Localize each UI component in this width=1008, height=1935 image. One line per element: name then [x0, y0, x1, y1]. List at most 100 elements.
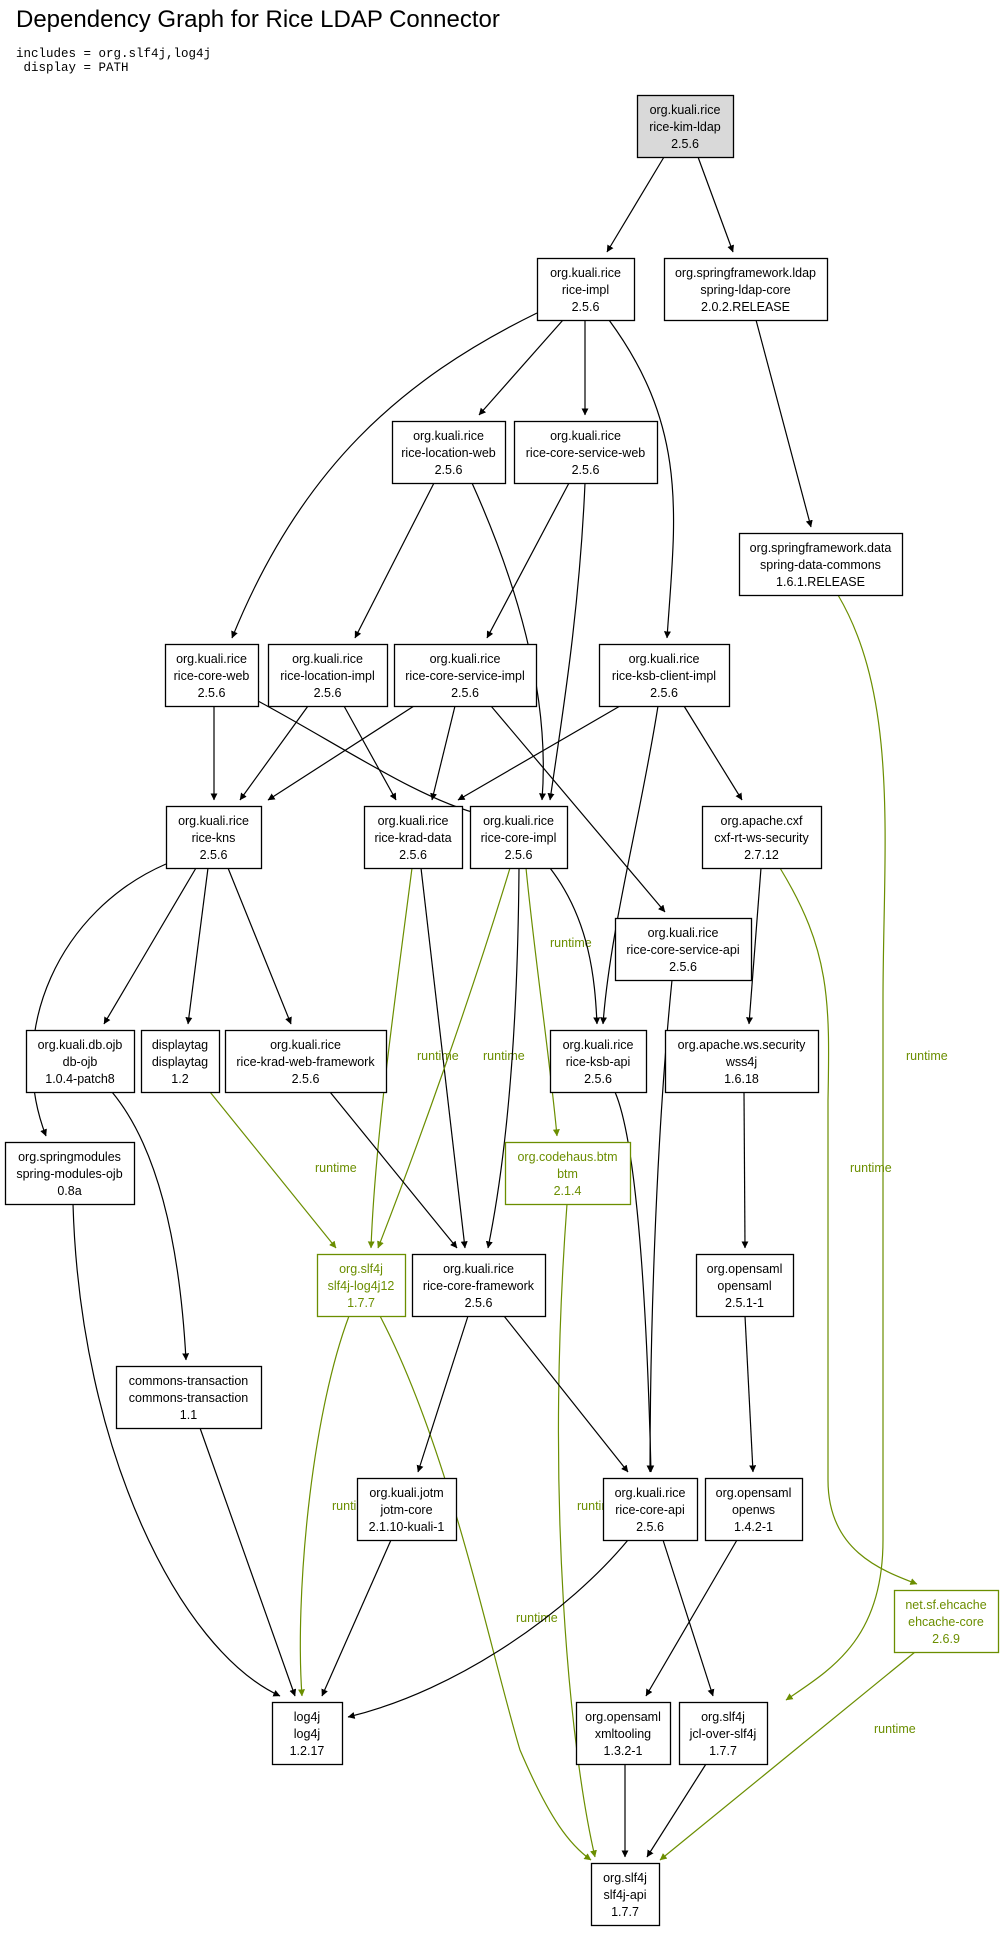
node-box: [536, 257, 636, 322]
edge-line: [697, 156, 734, 253]
node-group-id: org.kuali.rice: [270, 1038, 341, 1052]
node-group-id: org.kuali.rice: [550, 266, 621, 280]
node-group-id: org.kuali.rice: [563, 1038, 634, 1052]
node-group-id: org.slf4j: [603, 1871, 647, 1885]
node-version: 2.1.10-kuali-1: [369, 1520, 445, 1534]
edge-jotm-core-to-log4j: [321, 1539, 392, 1697]
node-artifact-id: jcl-over-slf4j: [689, 1727, 757, 1741]
node-box: [316, 1253, 407, 1318]
node-group-id: org.kuali.rice: [483, 814, 554, 828]
node-version: 2.1.4: [554, 1184, 582, 1198]
node-group-id: org.springmodules: [18, 1150, 121, 1164]
edge-location-web-to-location-impl: [354, 482, 435, 639]
edge-core-impl-to-slf4j-log4j12: runtime: [377, 867, 525, 1249]
node-artifact-id: rice-core-service-api: [626, 943, 739, 957]
edge-label: runtime: [874, 1722, 916, 1736]
edge-line: [478, 319, 564, 416]
node-box: [678, 1701, 769, 1766]
node-version: 0.8a: [57, 1184, 81, 1198]
node-box: [663, 257, 829, 322]
node-group-id: org.kuali.rice: [430, 652, 501, 666]
edge-line: [239, 705, 309, 801]
edge-line: [659, 1651, 916, 1861]
node-box: [504, 1141, 632, 1206]
node-artifact-id: rice-core-impl: [481, 831, 557, 845]
node-version: 2.5.1-1: [725, 1296, 764, 1310]
node-group-id: commons-transaction: [129, 1374, 249, 1388]
node-box: [165, 805, 263, 870]
edge-wss4j-to-opensaml: [741, 1091, 749, 1249]
edge-line: [608, 319, 675, 639]
node-artifact-id: spring-ldap-core: [700, 283, 790, 297]
edge-core-api-to-log4j: [347, 1539, 629, 1719]
node-box: [25, 1029, 136, 1094]
node-version: 2.7.12: [744, 848, 779, 862]
node-group-id: org.opensaml: [716, 1486, 792, 1500]
edge-line: [485, 867, 520, 1249]
node-artifact-id: slf4j-api: [603, 1888, 646, 1902]
node-artifact-id: openws: [732, 1503, 775, 1517]
node-group-id: org.kuali.rice: [378, 814, 449, 828]
node-box: [267, 643, 389, 708]
edge-line: [471, 482, 547, 801]
edge-line: [231, 312, 538, 639]
edge-rice-impl-to-location-web: [478, 319, 564, 416]
node-commons-transaction[interactable]: commons-transactioncommons-transaction1.…: [115, 1365, 263, 1430]
node-spring-ldap-core[interactable]: org.springframework.ldapspring-ldap-core…: [663, 257, 829, 322]
node-artifact-id: rice-location-impl: [280, 669, 374, 683]
node-version: 1.1: [180, 1408, 197, 1422]
edge-line: [111, 1091, 190, 1361]
node-version: 1.7.7: [347, 1296, 375, 1310]
edge-ksb-client-impl-to-ksb-api: [600, 705, 659, 1025]
node-box: [598, 643, 731, 708]
node-artifact-id: ehcache-core: [908, 1615, 984, 1629]
node-version: 1.6.1.RELEASE: [776, 575, 865, 589]
node-artifact-id: rice-core-web: [174, 669, 250, 683]
node-core-service-impl[interactable]: org.kuali.ricerice-core-service-impl2.5.…: [393, 643, 538, 708]
edge-label: runtime: [516, 1611, 558, 1625]
node-krad-web-framework[interactable]: org.kuali.ricerice-krad-web-framework2.5…: [224, 1029, 388, 1094]
edge-line: [31, 863, 167, 1137]
node-group-id: org.kuali.rice: [443, 1262, 514, 1276]
node-version: 2.5.6: [292, 1072, 320, 1086]
node-artifact-id: rice-kim-ldap: [649, 120, 721, 134]
edge-line: [662, 1539, 715, 1697]
node-version: 2.5.6: [669, 960, 697, 974]
edge-line: [420, 867, 468, 1249]
node-box: [115, 1365, 263, 1430]
node-version: 2.5.6: [399, 848, 427, 862]
node-spring-data-commons[interactable]: org.springframework.dataspring-data-comm…: [738, 532, 904, 597]
node-group-id: org.kuali.rice: [178, 814, 249, 828]
edge-line: [377, 867, 511, 1249]
